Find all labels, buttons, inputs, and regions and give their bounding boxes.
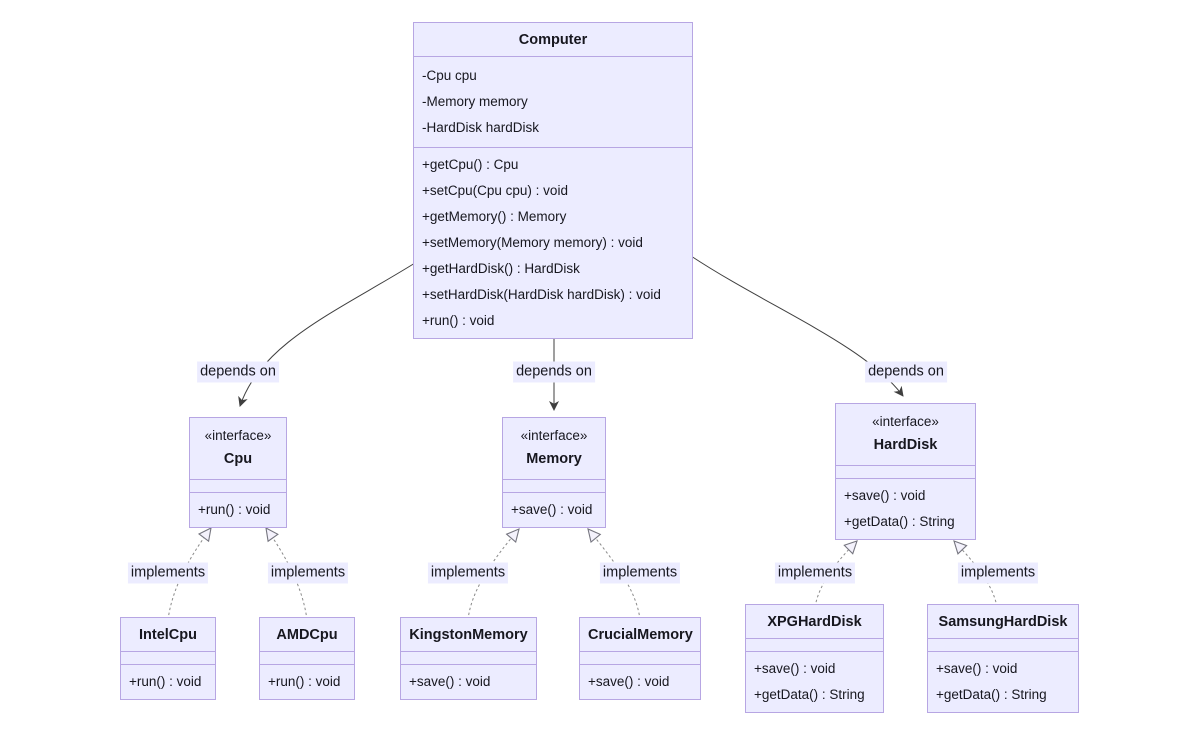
edge-label-implements-intelcpu: implements (127, 562, 209, 584)
interface-memory: «interface» Memory +save() : void (502, 417, 606, 528)
class-name: AMDCpu (276, 627, 338, 643)
method: +getMemory() : Memory (422, 209, 567, 224)
method: +save() : void (511, 502, 593, 517)
edge-label-implements-samsungharddisk: implements (957, 562, 1039, 584)
edge-label-depends-on-harddisk: depends on (865, 361, 947, 383)
stereotype: «interface» (520, 428, 588, 443)
class-name: Cpu (223, 451, 253, 467)
interface-harddisk-title: «interface» HardDisk (836, 404, 975, 466)
class-name: Computer (518, 32, 588, 48)
class-computer: Computer -Cpu cpu -Memory memory -HardDi… (413, 22, 693, 339)
method: +getCpu() : Cpu (422, 157, 519, 172)
method: +run() : void (198, 502, 271, 517)
class-name: XPGHardDisk (767, 614, 862, 630)
class-crucialmemory-methods: +save() : void (580, 665, 700, 699)
class-samsungharddisk-methods: +save() : void +getData() : String (928, 652, 1078, 712)
edge-label-implements-crucialmemory: implements (599, 562, 681, 584)
class-crucialmemory-attributes (580, 652, 700, 665)
attribute: -Memory memory (422, 94, 528, 109)
class-name: IntelCpu (139, 627, 197, 643)
class-name: SamsungHardDisk (938, 614, 1068, 630)
class-xpgharddisk-methods: +save() : void +getData() : String (746, 652, 883, 712)
method: +save() : void (409, 674, 491, 689)
class-name: HardDisk (873, 437, 938, 453)
class-xpgharddisk: XPGHardDisk +save() : void +getData() : … (745, 604, 884, 713)
method: +save() : void (936, 661, 1018, 676)
class-xpgharddisk-title: XPGHardDisk (746, 605, 883, 639)
class-amdcpu-attributes (260, 652, 354, 665)
class-kingstonmemory-title: KingstonMemory (401, 618, 536, 652)
class-samsungharddisk-title: SamsungHardDisk (928, 605, 1078, 639)
class-intelcpu-title: IntelCpu (121, 618, 215, 652)
class-intelcpu-attributes (121, 652, 215, 665)
class-amdcpu: AMDCpu +run() : void (259, 617, 355, 700)
interface-memory-title: «interface» Memory (503, 418, 605, 480)
dependency-computer-cpu (238, 262, 416, 407)
class-samsungharddisk: SamsungHardDisk +save() : void +getData(… (927, 604, 1079, 713)
method: +run() : void (422, 313, 495, 328)
method: +setCpu(Cpu cpu) : void (422, 183, 568, 198)
class-computer-methods: +getCpu() : Cpu +setCpu(Cpu cpu) : void … (414, 148, 692, 338)
interface-harddisk-attributes (836, 466, 975, 479)
method: +getData() : String (844, 514, 955, 529)
class-computer-attributes: -Cpu cpu -Memory memory -HardDisk hardDi… (414, 57, 692, 148)
class-crucialmemory: CrucialMemory +save() : void (579, 617, 701, 700)
attribute: -HardDisk hardDisk (422, 120, 540, 135)
method: +getData() : String (936, 687, 1047, 702)
method: +save() : void (844, 488, 926, 503)
edge-label-implements-kingstonmemory: implements (427, 562, 509, 584)
method: +setHardDisk(HardDisk hardDisk) : void (422, 287, 661, 302)
method: +run() : void (268, 674, 341, 689)
class-kingstonmemory-methods: +save() : void (401, 665, 536, 699)
method: +getData() : String (754, 687, 865, 702)
method: +save() : void (588, 674, 670, 689)
interface-cpu-methods: +run() : void (190, 493, 286, 527)
class-samsungharddisk-attributes (928, 639, 1078, 652)
stereotype: «interface» (204, 428, 272, 443)
class-xpgharddisk-attributes (746, 639, 883, 652)
method: +setMemory(Memory memory) : void (422, 235, 643, 250)
method: +save() : void (754, 661, 836, 676)
edge-label-implements-amdcpu: implements (267, 562, 349, 584)
interface-cpu: «interface» Cpu +run() : void (189, 417, 287, 528)
class-crucialmemory-title: CrucialMemory (580, 618, 700, 652)
interface-harddisk: «interface» HardDisk +save() : void +get… (835, 403, 976, 540)
interface-cpu-attributes (190, 480, 286, 493)
class-amdcpu-title: AMDCpu (260, 618, 354, 652)
interface-harddisk-methods: +save() : void +getData() : String (836, 479, 975, 539)
class-name: KingstonMemory (409, 627, 528, 643)
interface-memory-methods: +save() : void (503, 493, 605, 527)
method: +run() : void (129, 674, 202, 689)
interface-cpu-title: «interface» Cpu (190, 418, 286, 480)
stereotype: «interface» (872, 414, 939, 429)
method: +getHardDisk() : HardDisk (422, 261, 580, 276)
class-name: Memory (526, 451, 582, 467)
class-kingstonmemory: KingstonMemory +save() : void (400, 617, 537, 700)
class-amdcpu-methods: +run() : void (260, 665, 354, 699)
class-name: CrucialMemory (588, 627, 693, 643)
edge-label-implements-xpgharddisk: implements (774, 562, 856, 584)
class-kingstonmemory-attributes (401, 652, 536, 665)
interface-memory-attributes (503, 480, 605, 493)
edge-label-depends-on-memory: depends on (513, 361, 595, 383)
attribute: -Cpu cpu (422, 68, 477, 83)
class-intelcpu-methods: +run() : void (121, 665, 215, 699)
class-computer-title: Computer (414, 23, 692, 57)
edge-label-depends-on-cpu: depends on (197, 361, 279, 383)
class-intelcpu: IntelCpu +run() : void (120, 617, 216, 700)
